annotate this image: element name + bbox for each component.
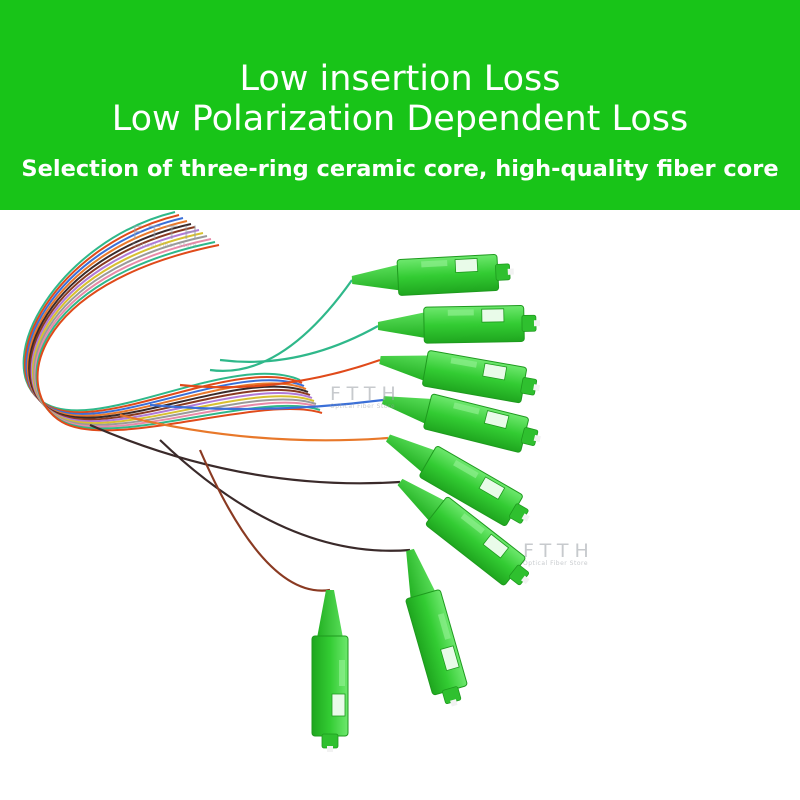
fiber-lead (219, 325, 379, 363)
fiber-loop (30, 229, 313, 423)
header-banner: Low insertion Loss Low Polarization Depe… (0, 0, 800, 210)
fiber-leads (89, 279, 411, 592)
ceramic-ferrule (533, 320, 541, 327)
connector-highlight (460, 513, 485, 535)
connector-highlight (437, 613, 451, 640)
sc-apc-connector (377, 305, 541, 344)
headline-insertion-loss: Low insertion Loss (239, 59, 561, 99)
connector-highlight (450, 357, 478, 368)
connector-window (478, 476, 506, 500)
ceramic-ferrule (507, 268, 514, 275)
watermark-middle: FTTH Optical Fiber Store (330, 383, 402, 410)
connector-boot (386, 434, 437, 474)
connector-boot (382, 396, 433, 425)
fiber-loop (36, 244, 323, 432)
connector-highlight (421, 259, 448, 268)
ceramic-ferrule (521, 513, 530, 522)
sc-apc-connector (382, 393, 541, 453)
connector-highlight (339, 660, 345, 686)
connector-tip (521, 314, 537, 332)
connector-window (482, 533, 510, 559)
connector-tip (321, 733, 339, 749)
ceramic-ferrule (533, 384, 541, 392)
fiber-lead (198, 449, 331, 592)
ceramic-ferrule (533, 434, 541, 443)
fiber-lead (209, 279, 353, 372)
fiber-lead (149, 398, 384, 411)
connector-boot (317, 590, 343, 638)
fiber-lead (159, 439, 411, 552)
sc-apc-connector (386, 434, 530, 526)
ceramic-ferrule (450, 699, 458, 707)
fiber-lead (179, 358, 381, 389)
sc-apc-connector (379, 350, 541, 404)
headline-polarization-loss: Low Polarization Dependent Loss (111, 99, 689, 139)
ceramic-ferrule (327, 746, 333, 752)
connectors (311, 254, 541, 752)
connector-highlight (453, 402, 480, 415)
connector-body (423, 393, 529, 453)
connector-window (440, 645, 460, 672)
connector-boot (397, 478, 446, 522)
sc-apc-connector (311, 590, 349, 752)
subheadline-ceramic-core: Selection of three-ring ceramic core, hi… (21, 156, 779, 182)
connector-window (331, 693, 346, 717)
connector-boot (406, 548, 436, 600)
connector-highlight (447, 309, 474, 316)
fiber-coil (22, 211, 323, 432)
watermark-bottom-right: FTTH Optical Fiber Store (523, 540, 595, 567)
fiber-lead (119, 413, 389, 442)
sc-apc-connector (351, 254, 514, 296)
fiber-lead (89, 423, 401, 485)
connector-window (483, 410, 510, 430)
connector-body (396, 254, 500, 296)
sc-apc-connector (405, 548, 468, 707)
watermark-top-left: FTTH Optical Fiber Store (132, 222, 204, 249)
connector-window (481, 308, 505, 323)
connector-body (405, 589, 468, 696)
connector-body (423, 305, 525, 344)
connector-window (482, 362, 508, 381)
ceramic-ferrule (521, 575, 530, 585)
connector-boot (377, 312, 427, 339)
fiber-pigtail-photo (22, 211, 541, 752)
connector-boot (379, 355, 430, 382)
connector-boot (351, 264, 401, 291)
sc-apc-connector (397, 478, 530, 586)
connector-window (454, 258, 479, 273)
connector-highlight (453, 460, 479, 479)
